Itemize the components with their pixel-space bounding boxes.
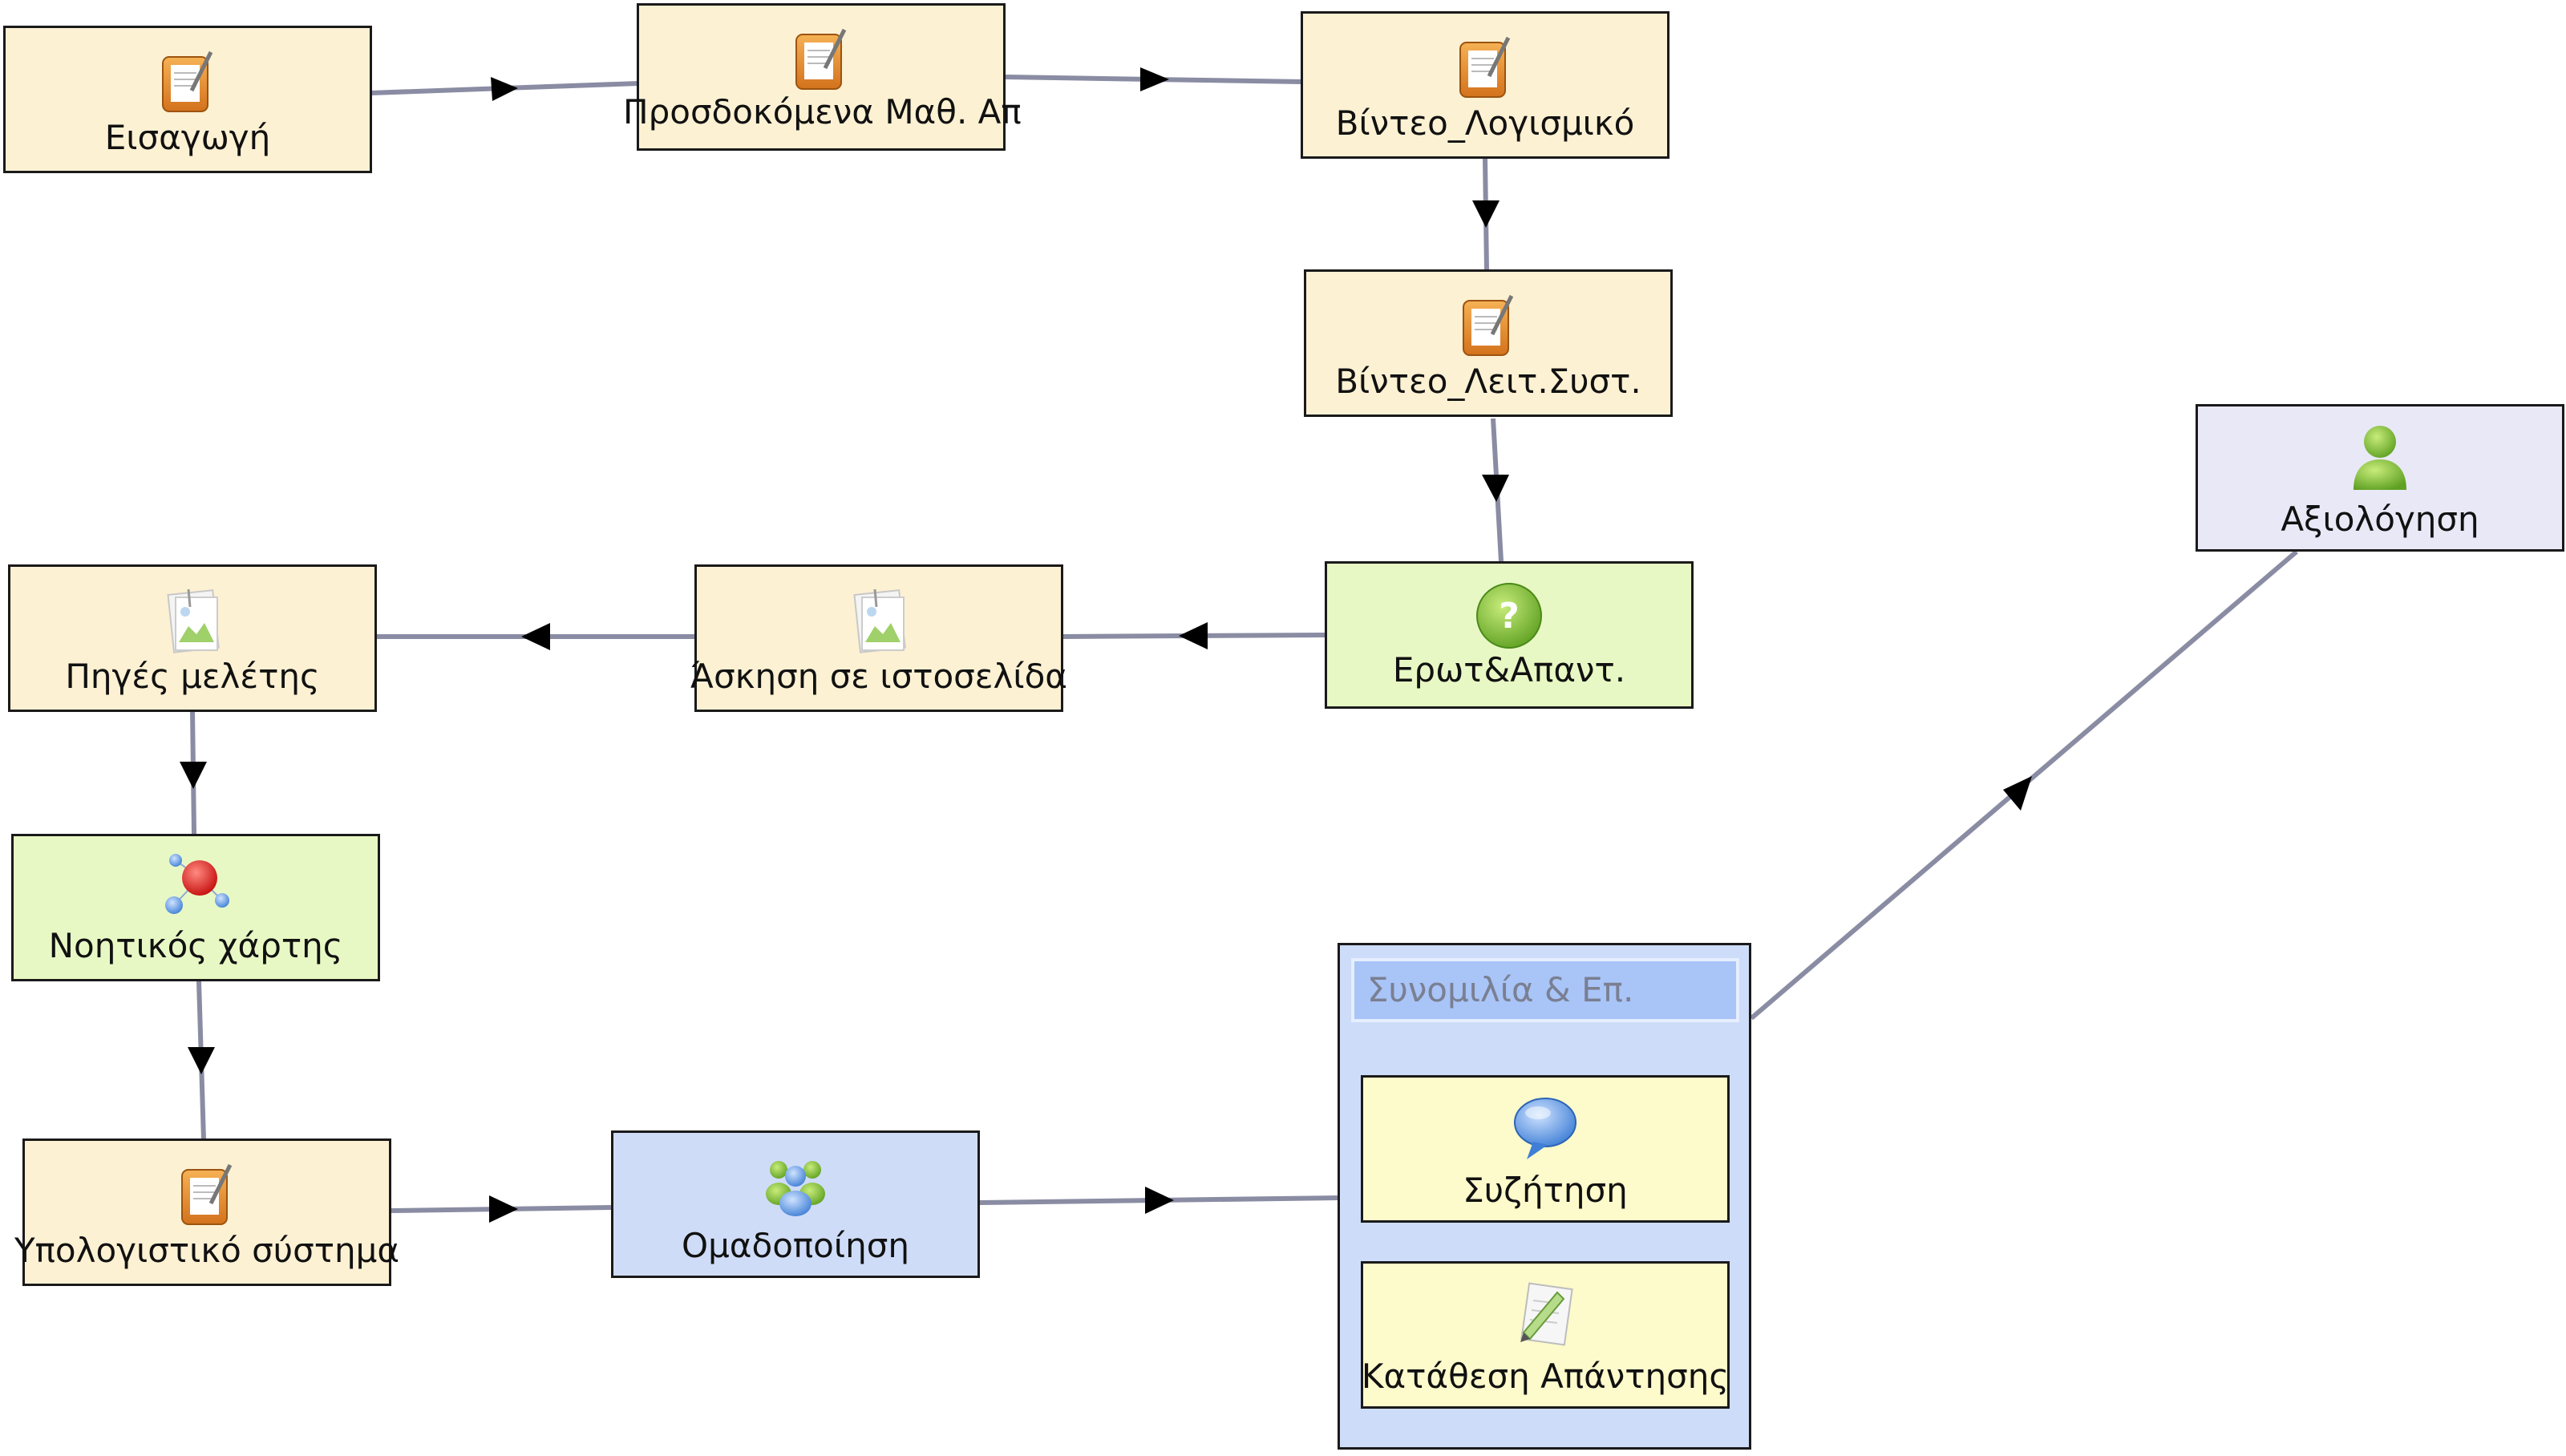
- edge-arrowhead: [1482, 475, 1509, 502]
- activity-prosdokomena[interactable]: Προσδοκόμενα Μαθ. Απ: [623, 3, 1022, 151]
- mindmap-icon: [165, 854, 229, 914]
- user-icon: [2354, 426, 2406, 490]
- activity-syzitisi[interactable]: Συζήτηση: [1361, 1075, 1730, 1223]
- activity-label: Βίντεο_Λογισμικό: [1335, 103, 1635, 143]
- notepad-pencil-icon: [1520, 1282, 1573, 1346]
- activity-label: Ομαδοποίηση: [682, 1226, 909, 1265]
- group-icon: [766, 1161, 825, 1216]
- edge-arrowhead: [491, 77, 518, 101]
- edge-arrowhead: [489, 1195, 518, 1223]
- edge-arrowhead: [2003, 776, 2032, 811]
- edge-arrowhead: [1179, 622, 1208, 649]
- activity-piges[interactable]: Πηγές μελέτης: [8, 564, 377, 712]
- activity-video-leit[interactable]: Βίντεο_Λειτ.Συστ.: [1304, 269, 1673, 417]
- image-page-icon: [167, 588, 220, 653]
- edge-arrowhead: [1472, 200, 1500, 228]
- clipboard-icon: [1459, 36, 1511, 98]
- activity-video-logismiko[interactable]: Βίντεο_Λογισμικό: [1301, 11, 1670, 159]
- edge-arrowhead: [521, 623, 550, 650]
- activity-askisi[interactable]: Άσκηση σε ιστοσελίδα: [690, 564, 1067, 712]
- clipboard-icon: [162, 51, 213, 112]
- activity-label: Συζήτηση: [1463, 1171, 1628, 1210]
- activity-label: Υπολογιστικό σύστημα: [14, 1231, 400, 1270]
- speech-bubble-icon: [1514, 1098, 1576, 1159]
- activity-label: Βίντεο_Λειτ.Συστ.: [1335, 362, 1641, 401]
- question-icon: ?: [1476, 583, 1542, 649]
- activity-eisagogi[interactable]: Εισαγωγή: [3, 26, 372, 173]
- activity-label: Αξιολόγηση: [2281, 499, 2479, 539]
- activity-noitikos[interactable]: Νοητικός χάρτης: [11, 834, 380, 981]
- activity-label: Κατάθεση Απάντησης: [1361, 1357, 1730, 1396]
- activity-erotapant[interactable]: ? Ερωτ&Απαντ.: [1325, 561, 1694, 709]
- clipboard-icon: [1463, 294, 1514, 356]
- clipboard-icon: [181, 1163, 233, 1225]
- activity-label: Εισαγωγή: [104, 118, 271, 157]
- activity-group-container[interactable]: Συνομιλία & Επ. Συζήτηση Κατάθεση Απάντη…: [1338, 943, 1751, 1450]
- edge-arrowhead: [1145, 1187, 1174, 1214]
- activity-label: Πηγές μελέτης: [65, 657, 320, 696]
- activity-omadopoiisi[interactable]: Ομαδοποίηση: [611, 1130, 980, 1278]
- activity-axiologisi[interactable]: Αξιολόγηση: [2196, 404, 2564, 552]
- activity-katathesi[interactable]: Κατάθεση Απάντησης: [1361, 1261, 1730, 1409]
- clipboard-icon: [795, 28, 847, 90]
- container-title: Συνομιλία & Επ.: [1351, 958, 1739, 1022]
- activity-ypologistiko[interactable]: Υπολογιστικό σύστημα: [14, 1139, 399, 1286]
- image-page-icon: [853, 588, 906, 653]
- activity-label: Ερωτ&Απαντ.: [1392, 650, 1626, 690]
- edge-arrowhead: [1140, 67, 1169, 91]
- activity-label: Προσδοκόμενα Μαθ. Απ: [623, 92, 1022, 131]
- activity-label: Νοητικός χάρτης: [48, 926, 343, 965]
- edge-arrowhead: [188, 1047, 215, 1074]
- activity-label: Άσκηση σε ιστοσελίδα: [690, 657, 1067, 696]
- svg-text:?: ?: [1499, 596, 1520, 637]
- edge-arrowhead: [180, 762, 207, 789]
